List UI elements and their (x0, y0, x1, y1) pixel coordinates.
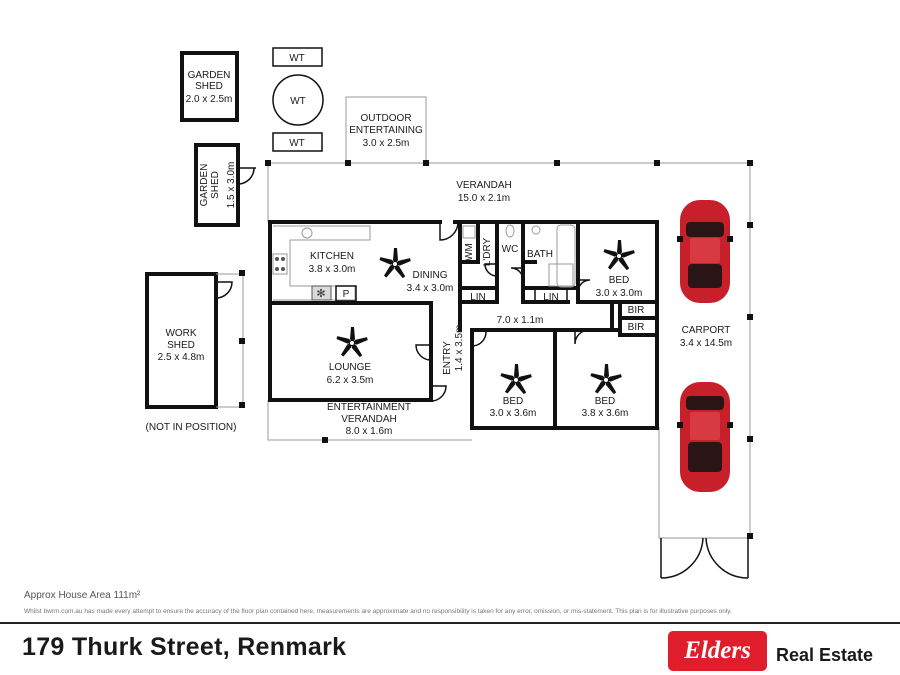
ceiling-fan-icon (336, 327, 368, 358)
bir-2-label: BIR (628, 322, 645, 333)
car-bottom (677, 382, 733, 492)
not-in-position-note: (NOT IN POSITION) (146, 422, 237, 433)
bathtub (556, 224, 576, 288)
linen-1-box (460, 288, 497, 303)
ceiling-fan-icon (379, 248, 411, 279)
verandah-outline (267, 162, 751, 538)
wm-label: WM (464, 243, 475, 261)
laundry-label: L'DRY (482, 237, 493, 266)
water-tank-round-label: WT (290, 96, 306, 107)
bed-2-label: BED (503, 396, 524, 407)
water-tank-bottom (272, 132, 323, 152)
kitchen-bench (273, 225, 371, 301)
elders-logo-text: Elders (684, 637, 751, 664)
property-address: 179 Thurk Street, Renmark (22, 633, 347, 661)
lounge-dim: 6.2 x 3.5m (327, 375, 374, 386)
wc-label: WC (502, 244, 519, 255)
lounge-label: LOUNGE (329, 362, 372, 373)
basin (531, 225, 541, 235)
elders-logo: Elders (668, 631, 767, 671)
ceiling-fan-icon (603, 240, 635, 271)
water-tank-top-label: WT (289, 53, 305, 64)
bed-1-dim: 3.0 x 3.0m (596, 288, 643, 299)
verandah-posts (239, 160, 753, 539)
garden-shed-2-door (237, 167, 256, 185)
snowflake-icon: ✻ (316, 288, 325, 300)
linen-2-box (534, 288, 568, 303)
pantry-label: P (343, 289, 350, 300)
pantry-box (335, 285, 357, 302)
outdoor-entertaining-dim: 3.0 x 2.5m (363, 138, 410, 149)
garden-shed-1-dim: 2.0 x 2.5m (186, 94, 233, 105)
carport-gate (660, 537, 749, 579)
bir-1-label: BIR (628, 305, 645, 316)
bed-3-label: BED (595, 396, 616, 407)
bed-3-dim: 3.8 x 3.6m (582, 408, 629, 419)
entertainment-verandah-dim: 8.0 x 1.6m (346, 426, 393, 437)
carport-label: CARPORT (682, 325, 731, 336)
kitchen-dim: 3.8 x 3.0m (309, 264, 356, 275)
dining-label: DINING (413, 270, 448, 281)
house-area-note: Approx House Area 111m² (24, 590, 141, 601)
garden-shed-2-outline (194, 143, 240, 227)
footer-divider (0, 622, 900, 624)
shower (548, 263, 574, 287)
garden-shed-2-dim: 1.5 x 3.0m (226, 162, 237, 209)
kitchen-label: KITCHEN (310, 251, 354, 262)
water-tank-top (272, 47, 323, 67)
doors (415, 221, 591, 402)
dining-dim: 3.4 x 3.0m (407, 283, 454, 294)
work-shed-door (215, 281, 233, 299)
garden-shed-2-label: GARDENSHED (199, 164, 221, 207)
cooktop-icon (272, 253, 288, 275)
kitchen-sink (301, 227, 313, 239)
brand-text: Real Estate (776, 645, 874, 665)
work-shed-lean-to (216, 273, 244, 408)
toilet (505, 224, 515, 238)
entry-dim: 1.4 x 3.5m (454, 325, 465, 372)
bath-label: BATH (527, 249, 553, 260)
ceiling-fan-icon (590, 364, 622, 395)
water-tank-round (272, 74, 324, 126)
house-walls (268, 220, 659, 430)
linen-1-label: LIN (470, 292, 486, 303)
washing-machine-tub (462, 225, 476, 239)
ceiling-fan-icons (336, 240, 635, 395)
work-shed-dim: 2.5 x 4.8m (158, 352, 205, 363)
carport-dim: 3.4 x 14.5m (680, 338, 732, 349)
bed-2-dim: 3.0 x 3.6m (490, 408, 537, 419)
car-top (677, 200, 733, 303)
entry-label: ENTRY (442, 341, 453, 375)
entertainment-verandah-outline (267, 400, 472, 441)
ceiling-fan-icon (500, 364, 532, 395)
linen-2-label: LIN (543, 292, 559, 303)
water-tank-bottom-label: WT (289, 138, 305, 149)
garden-shed-1-outline (180, 51, 239, 122)
work-shed-outline (145, 272, 218, 409)
verandah-dim: 15.0 x 2.1m (458, 193, 510, 204)
carport-outline (658, 427, 750, 539)
fridge-space (311, 285, 332, 301)
bed-1-label: BED (609, 275, 630, 286)
hall-dim: 7.0 x 1.1m (497, 315, 544, 326)
verandah-label: VERANDAH (456, 180, 512, 191)
disclaimer-text: Whilst bwrm.com.au has made every attemp… (24, 608, 732, 615)
